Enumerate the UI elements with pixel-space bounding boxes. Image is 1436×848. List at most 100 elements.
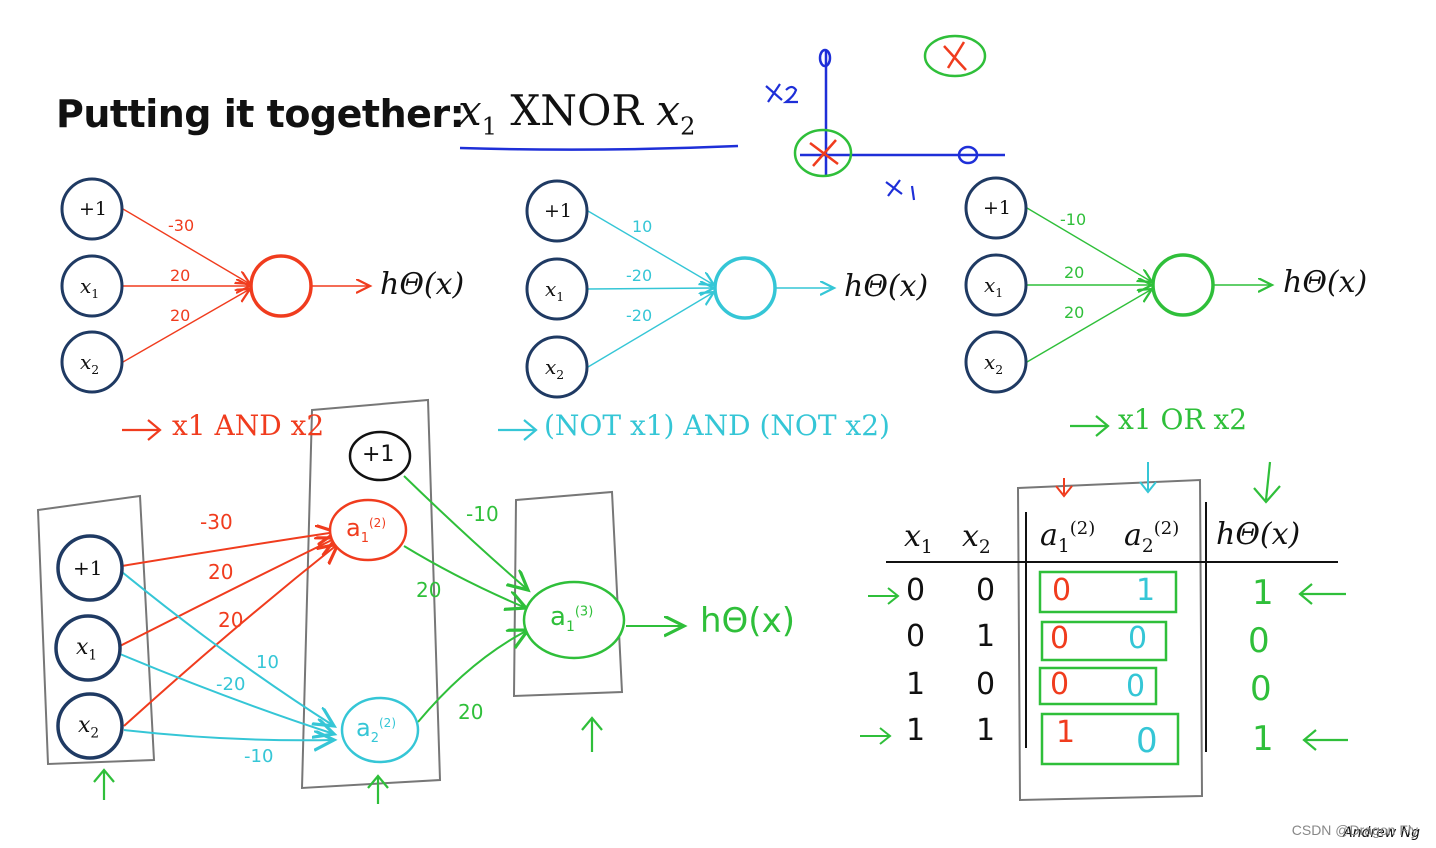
table-cell: 1 [976,713,996,748]
edge-x1-a1 [119,538,336,647]
table-cell: 0 [1126,669,1146,704]
combined-input-x2-node [56,692,124,760]
or-input-bias-label: +1 [983,197,1012,219]
combined-weight-a2-out: 20 [458,700,484,724]
and-network [60,177,370,394]
and-input-x2-label: x2 [80,350,100,377]
and-weight-bias: -30 [168,216,195,235]
and-input-bias-node [60,177,124,241]
notand-caption: (NOT x1) AND (NOT x2) [544,409,890,442]
edge-a1-out [403,545,526,608]
hidden-a2-node [340,696,420,764]
and-output-label: hΘ(x) [380,267,465,302]
or-input-x2-node [964,330,1028,394]
table-cell: 0 [1250,669,1272,709]
notand-weight-x2: -20 [626,306,653,325]
title-var1: x [458,86,482,135]
row4-right-arrow [1302,729,1348,751]
output-a3-label: a1(3) [550,602,594,636]
or-input-bias-node [964,176,1028,240]
edge-x1-a2 [119,653,334,734]
combined-input-x1-node [54,614,122,682]
combined-weight-x1-a1: 20 [208,560,234,584]
x-marker-corner [943,41,967,71]
or-weight-x1: 20 [1064,263,1085,282]
axes-sketch [765,34,1005,201]
hidden-layer-up-arrow [367,774,389,804]
combined-weight-a1-out: 20 [416,578,442,602]
hidden-layer-box [300,398,442,790]
table-cell: 0 [1136,721,1158,761]
slide-title: Putting it together: [56,92,465,136]
table-header-x2: x2 [962,519,991,558]
and-input-x1-node [60,254,124,318]
watermark: CSDN @Dragon Fly [1291,822,1418,838]
table-cell: 0 [1248,621,1270,661]
combined-weight-bias2-out: -10 [466,502,499,526]
combined-network [36,398,684,804]
notand-caption-arrow [498,419,538,441]
and-input-x2-node [60,330,124,394]
table-cell: 1 [976,619,996,654]
notand-input-x1-node [525,257,589,321]
notand-input-bias-label: +1 [544,200,573,222]
or-input-x2-label: x2 [984,350,1004,377]
bias2-node [348,430,412,482]
hidden-a1-node [328,498,408,562]
combined-output-label: hΘ(x) [700,601,795,641]
table-header-h: hΘ(x) [1216,517,1301,552]
o-marker-right [957,145,979,165]
notand-network [525,179,834,399]
or-input-x1-label: x1 [984,273,1004,300]
table-cell: 0 [1050,621,1070,656]
row-box-3 [1038,666,1158,706]
or-edge-x2 [1026,289,1152,363]
table-cell: 1 [1136,573,1156,608]
notand-input-x2-node [525,335,589,399]
notand-output-label: hΘ(x) [844,269,929,304]
title-var2: x [656,86,681,135]
notand-input-bias-node [525,179,589,243]
or-output-label: hΘ(x) [1283,265,1368,300]
and-caption: x1 AND x2 [172,409,325,442]
table-cell: 1 [906,713,926,748]
edge-bias2-out [403,475,528,590]
or-input-x1-node [964,253,1028,317]
combined-input-x1-label: x1 [76,635,98,664]
and-weight-x2: 20 [170,306,191,325]
table-cell: 1 [906,667,926,702]
combined-weight-x2-a2: -10 [244,746,274,767]
table-cell: 1 [1056,715,1076,750]
and-edge-x2 [122,289,250,363]
table-header-a1: a1(2) [1040,518,1096,557]
or-weight-x2: 20 [1064,303,1085,322]
notand-edge-x1 [587,288,714,289]
table-cell: 0 [976,667,996,702]
title-underline [459,144,739,151]
input-layer-box [36,494,156,766]
or-output-node [1151,253,1215,317]
or-network [964,176,1272,394]
and-caption-arrow [122,419,162,441]
or-edge-bias [1026,207,1152,282]
row-box-2 [1040,620,1168,662]
bias2-label: +1 [362,442,395,467]
notand-output-node [713,256,777,320]
row1-left-arrow [868,587,900,605]
table-header-x1: x1 [904,519,933,558]
table-cell: 1 [1252,719,1274,759]
green-circle-corner [923,34,987,78]
a1-column-arrow [1055,478,1073,498]
notand-edge-bias [587,210,714,285]
combined-input-bias-node [56,534,124,602]
hidden-a1-label: a1(2) [346,514,386,546]
notand-input-x1-label: x1 [545,277,565,304]
combined-weight-x1-a2: -20 [216,674,246,695]
combined-weight-x2-a1: 20 [218,608,244,632]
green-circle-origin [793,128,853,178]
notand-input-x2-label: x2 [545,355,565,382]
truth-table [860,461,1348,802]
hidden-a2-label: a2(2) [356,714,396,746]
